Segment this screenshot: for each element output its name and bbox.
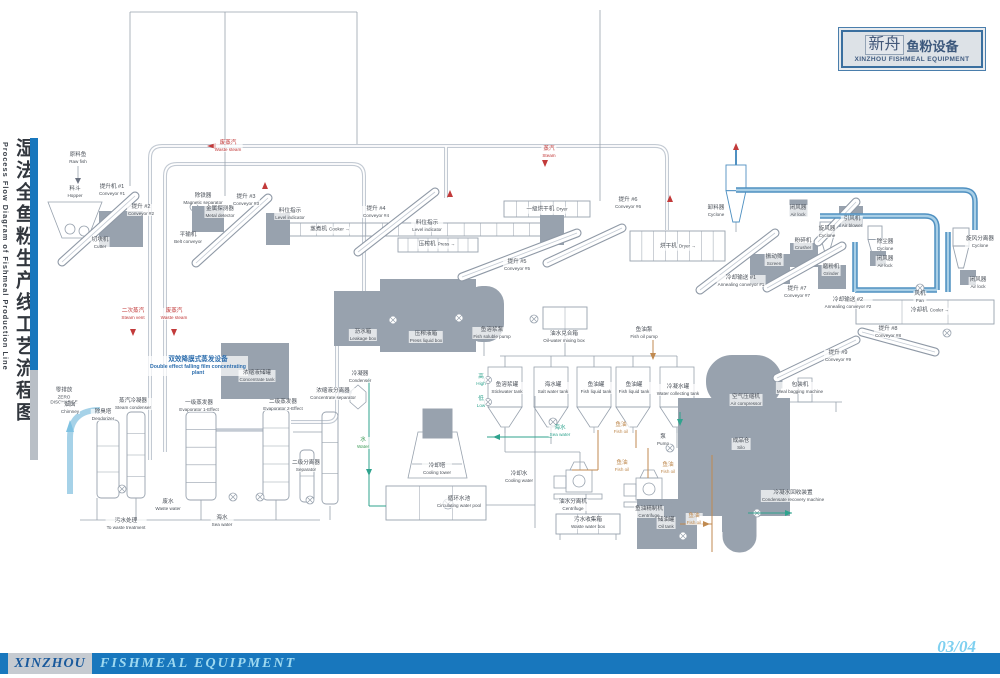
side-title-chinese: 湿法全鱼粉生产线工艺流程图 [13,138,34,424]
logo-seal-text: 新舟 [865,35,904,55]
page-number: 03/04 [937,637,976,656]
company-logo-frame: 新舟 鱼粉设备 XINZHOU FISHMEAL EQUIPMENT [841,30,983,68]
side-accent-bar-gray [30,370,38,460]
footer-brand: XINZHOU [8,653,92,674]
logo-name-chinese: 鱼粉设备 [906,38,959,54]
footer-title: FISHMEAL EQUIPMENT [100,655,297,671]
footer-bar [0,653,1000,674]
company-logo: 新舟 鱼粉设备 XINZHOU FISHMEAL EQUIPMENT [838,27,986,71]
side-title-english: Process Flow Diagram of Fishmeal Product… [1,142,10,371]
side-accent-bar-blue [30,138,38,370]
logo-name-english: XINZHOU FISHMEAL EQUIPMENT [854,55,970,63]
